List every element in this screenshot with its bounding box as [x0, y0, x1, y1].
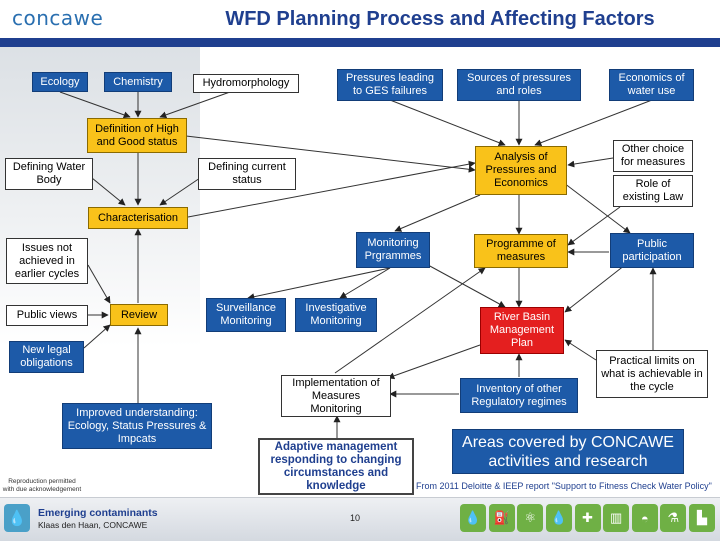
edge-hydro-definition — [159, 91, 231, 119]
node-investigative: Investigative Monitoring — [295, 298, 377, 332]
water-drop-icon: 💧 — [460, 504, 486, 532]
node-improved-understanding: Improved understanding: Ecology, Status … — [62, 403, 212, 449]
node-surveillance: Surveillance Monitoring — [206, 298, 286, 332]
concawe-logo: concawe — [12, 6, 104, 30]
edge-status-characterisation — [159, 177, 201, 206]
node-pressures: Pressures leading to GES failures — [337, 69, 443, 101]
edge-characterisation-analysis — [187, 160, 476, 218]
node-hydromorphology: Hydromorphology — [193, 74, 299, 93]
edge-role-programme — [567, 206, 621, 246]
node-chemistry: Chemistry — [104, 72, 172, 92]
node-other-choice: Other choice for measures — [613, 140, 693, 172]
water-drop-icon: 💧 — [4, 504, 30, 532]
edge-economics-analysis — [534, 99, 653, 147]
page-number: 10 — [349, 513, 360, 523]
footer-subtitle: Klaas den Haan, CONCAWE — [38, 520, 148, 530]
node-adaptive-management: Adaptive management responding to changi… — [258, 438, 414, 495]
edge-practical-rbmp — [564, 339, 597, 361]
node-inventory: Inventory of other Regulatory regimes — [460, 378, 578, 413]
node-definition: Definition of High and Good status — [87, 118, 187, 153]
edge-implementation-programme — [334, 267, 486, 374]
edge-otherchoice-analysis — [567, 157, 614, 168]
footer: 💧 Emerging contaminants Klaas den Haan, … — [0, 497, 720, 541]
source-note: From 2011 Deloitte & IEEP report "Suppor… — [416, 481, 712, 491]
node-defining-water-body: Defining Water Body — [5, 158, 93, 190]
node-issues: Issues not achieved in earlier cycles — [6, 238, 88, 284]
node-role-law: Role of existing Law — [613, 175, 693, 207]
edge-rbmp-implementation — [387, 344, 481, 380]
footer-title: Emerging contaminants — [38, 507, 158, 519]
edge-waterbody-characterisation — [91, 177, 126, 206]
edge-monitoring-investigative — [339, 267, 391, 299]
health-icon: ✚ — [574, 504, 601, 532]
node-ecology: Ecology — [32, 72, 88, 92]
node-river-basin-plan: River Basin Management Plan — [480, 307, 564, 354]
node-practical-limits: Practical limits on what is achievable i… — [596, 350, 708, 398]
node-sources: Sources of pressures and roles — [457, 69, 581, 101]
node-defining-status: Defining current status — [198, 158, 296, 190]
edge-analysis-public — [559, 179, 631, 234]
refinery-icon: ▙ — [689, 504, 715, 532]
edge-definition-analysis — [185, 135, 476, 173]
node-economics-water-use: Economics of water use — [609, 69, 694, 101]
node-new-legal: New legal obligations — [9, 341, 84, 373]
edge-issues-review — [87, 264, 111, 304]
flask-icon: ⚗ — [660, 504, 687, 532]
edge-monitoring-surveillance — [247, 267, 391, 301]
node-monitoring: Monitoring Prgrammes — [356, 232, 430, 268]
header: concawe WFD Planning Process and Affecti… — [0, 0, 720, 38]
legend-concawe-areas: Areas covered by CONCAWE activities and … — [452, 429, 684, 474]
edge-public-rbmp — [564, 264, 626, 313]
node-public-participation: Public participation — [610, 233, 694, 268]
reproduction-note: Reproduction permitted with due acknowle… — [2, 478, 82, 493]
barrel-icon: ▥ — [603, 504, 630, 532]
node-public-views: Public views — [6, 305, 88, 326]
footer-icon-strip: 💧 ⛽ ⚛ 💧 ✚ ▥ ◓ ⚗ ▙ — [460, 504, 715, 534]
molecule-icon: ⚛ — [517, 504, 544, 532]
refinery-backdrop — [0, 47, 200, 347]
edge-analysis-monitoring — [394, 194, 481, 232]
header-stripe — [0, 38, 720, 47]
node-analysis: Analysis of Pressures and Economics — [475, 146, 567, 195]
hard-hat-icon: ◓ — [631, 504, 658, 532]
edge-monitoring-rbmp — [427, 264, 506, 308]
page-title: WFD Planning Process and Affecting Facto… — [225, 8, 655, 30]
node-review: Review — [110, 304, 168, 326]
edge-newlegal-review — [83, 324, 111, 349]
fuel-pump-icon: ⛽ — [488, 504, 515, 532]
water-drop-icon: 💧 — [545, 504, 572, 532]
node-programme: Programme of measures — [474, 234, 568, 268]
node-implementation: Implementation of Measures Monitoring — [281, 375, 391, 417]
node-characterisation: Characterisation — [88, 207, 188, 229]
edge-pressures-analysis — [389, 99, 506, 146]
edge-ecology-definition — [59, 91, 131, 119]
